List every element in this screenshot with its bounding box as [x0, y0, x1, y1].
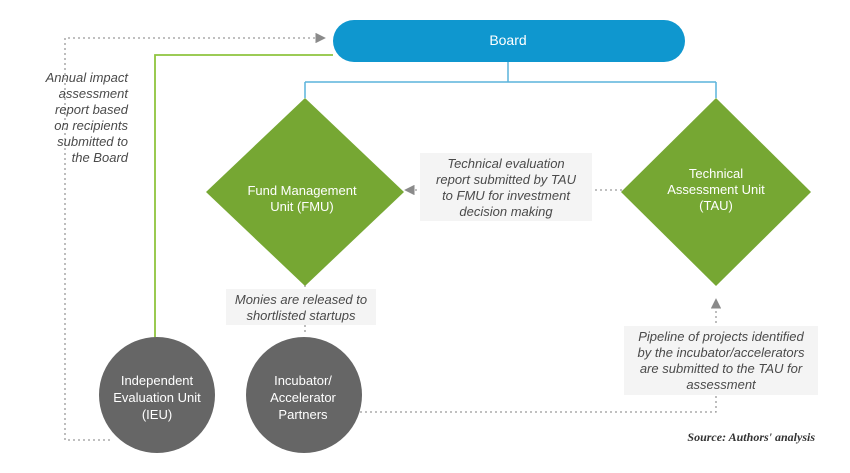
fmu-diamond [206, 98, 404, 286]
ieu-to-board-line [154, 54, 333, 338]
board-to-units-connector [304, 60, 717, 98]
ieu-label-line: Evaluation Unit [113, 390, 201, 405]
fmu-label: Fund Management Unit (FMU) [222, 183, 382, 215]
pipeline-note-bg [624, 326, 818, 395]
technical-evaluation-note: Technical evaluation report submitted by… [418, 156, 594, 220]
incubator-label-line: Accelerator [270, 390, 336, 405]
monies-note-line: shortlisted startups [246, 308, 356, 323]
tau-diamond [621, 98, 811, 286]
board-box [333, 20, 685, 62]
annual-note-line: assessment [58, 86, 128, 101]
incubator-label-line: Partners [278, 407, 328, 422]
pipeline-note-line: assessment [686, 377, 756, 392]
monies-note-bg [226, 289, 376, 325]
pipeline-note-line: Pipeline of projects identified [638, 329, 804, 344]
technical-note-line: report submitted by TAU [436, 172, 576, 187]
fmu-label-line: Unit (FMU) [270, 199, 334, 214]
annual-note-line: report based [55, 102, 128, 117]
annual-report-note: Annual impact assessment report based on… [14, 70, 128, 166]
tau-label-line: Assessment Unit [667, 182, 765, 197]
annual-report-arrow [64, 32, 326, 441]
pipeline-note: Pipeline of projects identified by the i… [625, 329, 817, 393]
pipeline-arrow [360, 298, 722, 413]
ieu-label-line: Independent [120, 373, 194, 388]
annual-note-line: on recipients [54, 118, 128, 133]
annual-note-line: the Board [71, 150, 128, 165]
ieu-circle [99, 337, 215, 453]
pipeline-note-line: are submitted to the TAU for [639, 361, 803, 376]
monies-note: Monies are released to shortlisted start… [226, 292, 376, 324]
ieu-label: Independent Evaluation Unit (IEU) [95, 372, 219, 423]
ieu-label-line: (IEU) [141, 407, 173, 422]
tau-label-line: (TAU) [699, 198, 733, 213]
technical-note-line: to FMU for investment [442, 188, 570, 203]
incubator-label: Incubator/ Accelerator Partners [244, 372, 362, 423]
tau-label-line: Technical [688, 166, 744, 181]
incubator-circle [246, 337, 362, 453]
fmu-label-line: Fund Management [247, 183, 357, 198]
source-note: Source: Authors' analysis [687, 430, 815, 444]
board-label: Board [489, 32, 527, 48]
annual-note-line: submitted to [57, 134, 128, 149]
technical-note-bg [420, 153, 592, 221]
annual-note-line: Annual impact [45, 70, 128, 85]
pipeline-note-line: by the incubator/accelerators [637, 345, 805, 360]
monies-note-line: Monies are released to [234, 292, 368, 307]
incubator-label-line: Incubator/ [274, 373, 332, 388]
technical-note-line: decision making [459, 204, 553, 219]
tau-label: Technical Assessment Unit (TAU) [637, 166, 795, 214]
technical-note-line: Technical evaluation [447, 156, 565, 171]
